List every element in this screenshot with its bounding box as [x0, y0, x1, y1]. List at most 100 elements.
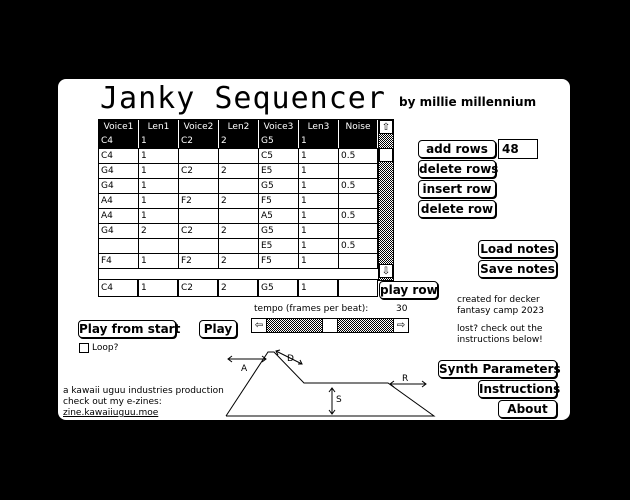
instructions-button[interactable]: Instructions [478, 380, 561, 398]
table-cell[interactable]: 1 [139, 179, 179, 193]
tempo-slider-thumb[interactable] [322, 319, 338, 332]
table-cell[interactable]: 0.5 [339, 149, 378, 163]
entry-len1[interactable]: 1 [138, 279, 178, 297]
table-cell[interactable]: 1 [299, 134, 339, 148]
column-header[interactable]: Voice1 [99, 120, 139, 134]
table-cell[interactable] [339, 194, 378, 208]
table-cell[interactable] [179, 239, 219, 253]
table-cell[interactable]: F5 [259, 194, 299, 208]
table-cell[interactable]: 1 [299, 164, 339, 178]
table-cell[interactable] [219, 149, 259, 163]
grid-scrollbar[interactable]: ⇧ ⇩ [378, 120, 393, 280]
add-rows-button[interactable]: add rows [418, 140, 496, 158]
entry-voice3[interactable]: G5 [258, 279, 298, 297]
table-cell[interactable]: F5 [259, 254, 299, 268]
table-cell[interactable]: C2 [179, 134, 219, 148]
table-cell[interactable]: C4 [99, 134, 139, 148]
table-cell[interactable]: E5 [259, 239, 299, 253]
table-cell[interactable]: G5 [259, 179, 299, 193]
insert-row-button[interactable]: insert row [418, 180, 496, 198]
table-cell[interactable]: 0.5 [339, 209, 378, 223]
table-cell[interactable] [339, 224, 378, 238]
table-cell[interactable]: C4 [99, 149, 139, 163]
table-cell[interactable]: 0.5 [339, 239, 378, 253]
table-cell[interactable] [99, 239, 139, 253]
table-cell[interactable]: 2 [219, 164, 259, 178]
column-header[interactable]: Len3 [299, 120, 339, 134]
table-cell[interactable]: A5 [259, 209, 299, 223]
add-rows-count-input[interactable]: 48 [498, 139, 538, 159]
loop-checkbox[interactable] [79, 343, 89, 353]
table-cell[interactable]: F2 [179, 254, 219, 268]
left-arrow-icon[interactable]: ⇦ [252, 319, 267, 332]
table-cell[interactable]: 1 [299, 179, 339, 193]
column-header[interactable]: Len1 [139, 120, 179, 134]
table-cell[interactable]: 1 [139, 164, 179, 178]
table-cell[interactable]: 2 [139, 224, 179, 238]
delete-rows-button[interactable]: delete rows [418, 160, 499, 178]
table-cell[interactable] [219, 239, 259, 253]
table-cell[interactable] [179, 209, 219, 223]
table-cell[interactable] [339, 164, 378, 178]
table-cell[interactable]: 2 [219, 134, 259, 148]
table-cell[interactable]: G5 [259, 224, 299, 238]
table-cell[interactable]: F4 [99, 254, 139, 268]
table-cell[interactable] [339, 254, 378, 268]
column-header[interactable]: Noise [339, 120, 378, 134]
table-cell[interactable]: 1 [299, 149, 339, 163]
note-grid[interactable]: Voice1 Len1 Voice2 Len2 Voice3 Len3 Nois… [98, 119, 394, 281]
table-cell[interactable]: 2 [219, 194, 259, 208]
table-cell[interactable]: F2 [179, 194, 219, 208]
table-cell[interactable]: 1 [299, 254, 339, 268]
scroll-up-arrow-icon[interactable]: ⇧ [379, 120, 393, 134]
column-header[interactable]: Voice3 [259, 120, 299, 134]
table-cell[interactable]: G4 [99, 164, 139, 178]
column-header[interactable]: Voice2 [179, 120, 219, 134]
table-cell[interactable]: 1 [299, 194, 339, 208]
entry-voice1[interactable]: C4 [98, 279, 138, 297]
table-cell[interactable]: A4 [99, 194, 139, 208]
table-cell[interactable]: 1 [139, 194, 179, 208]
table-cell[interactable]: 1 [139, 254, 179, 268]
save-notes-button[interactable]: Save notes [478, 260, 557, 278]
about-button[interactable]: About [498, 400, 557, 418]
play-row-button[interactable]: play row [379, 281, 438, 299]
scroll-thumb[interactable] [379, 148, 393, 162]
play-button[interactable]: Play [199, 320, 237, 338]
table-cell[interactable] [179, 179, 219, 193]
table-cell[interactable] [339, 134, 378, 148]
table-cell[interactable]: 0.5 [339, 179, 378, 193]
delete-row-button[interactable]: delete row [418, 200, 496, 218]
table-cell[interactable]: C2 [179, 164, 219, 178]
table-cell[interactable] [219, 209, 259, 223]
table-cell[interactable]: 1 [299, 224, 339, 238]
table-cell[interactable] [219, 179, 259, 193]
table-cell[interactable]: 1 [139, 134, 179, 148]
entry-len3[interactable]: 1 [298, 279, 338, 297]
table-cell[interactable] [179, 149, 219, 163]
synth-parameters-button[interactable]: Synth Parameters [438, 360, 561, 378]
load-notes-button[interactable]: Load notes [478, 240, 557, 258]
table-cell[interactable]: 2 [219, 224, 259, 238]
column-header[interactable]: Len2 [219, 120, 259, 134]
table-cell[interactable]: 1 [299, 239, 339, 253]
table-cell[interactable] [139, 239, 179, 253]
table-cell[interactable]: 1 [139, 209, 179, 223]
play-from-start-button[interactable]: Play from start [78, 320, 181, 338]
entry-voice2[interactable]: C2 [178, 279, 218, 297]
table-cell[interactable]: G5 [259, 134, 299, 148]
table-cell[interactable]: 2 [219, 254, 259, 268]
table-cell[interactable]: E5 [259, 164, 299, 178]
table-cell[interactable]: C5 [259, 149, 299, 163]
table-cell[interactable]: C2 [179, 224, 219, 238]
table-cell[interactable]: A4 [99, 209, 139, 223]
